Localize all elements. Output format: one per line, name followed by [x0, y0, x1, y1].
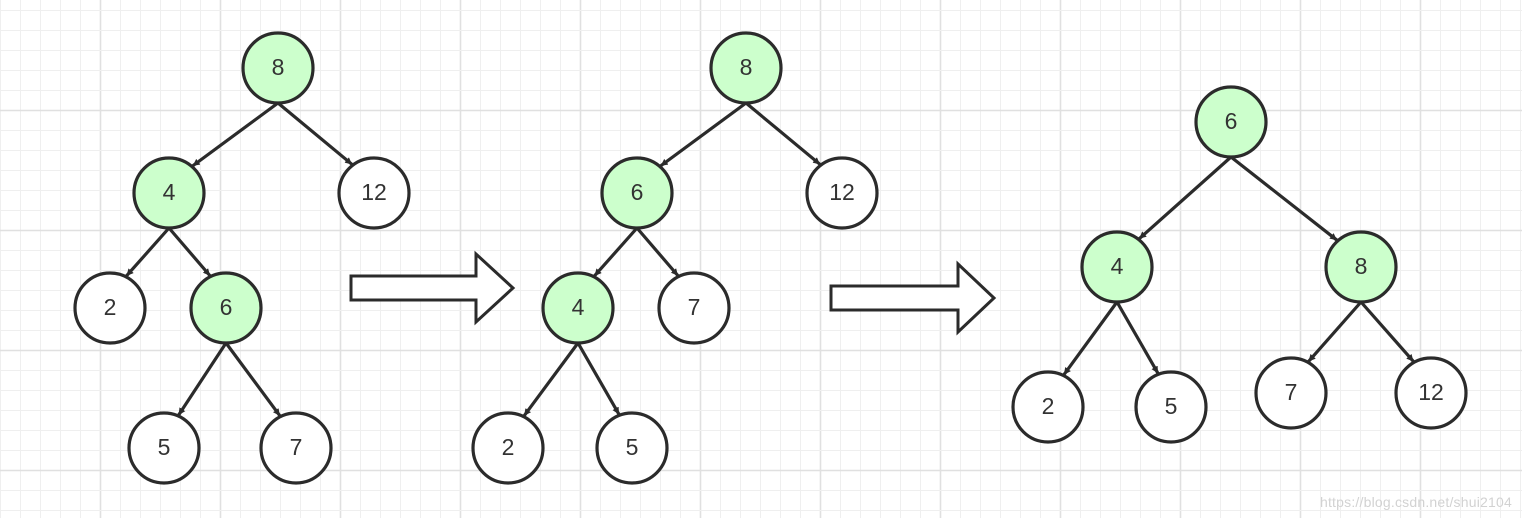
watermark-text: https://blog.csdn.net/shui2104 — [1319, 494, 1512, 510]
node-circle — [595, 411, 669, 485]
tree-node: 7 — [657, 271, 731, 345]
node-label: 7 — [290, 434, 303, 460]
tree-after-second-rotation-edges — [1062, 155, 1415, 376]
tree-node: 2 — [1011, 370, 1085, 444]
tree-node: 2 — [471, 411, 545, 485]
edge-arrow — [1115, 301, 1160, 375]
node-label: 4 — [1111, 253, 1124, 279]
node-circle — [1394, 356, 1468, 430]
edge-arrow — [1359, 300, 1415, 363]
node-label: 6 — [631, 179, 644, 205]
edge-arrow — [576, 342, 621, 416]
node-label: 12 — [829, 179, 855, 205]
tree-node: 7 — [259, 411, 333, 485]
node-circle — [471, 411, 545, 485]
node-label: 4 — [163, 179, 176, 205]
transition-arrows — [349, 250, 997, 336]
edge-arrow — [276, 101, 354, 166]
tree-node: 12 — [805, 156, 879, 230]
tree-node: 6 — [600, 156, 674, 230]
tree-node: 4 — [132, 156, 206, 230]
node-circle — [1254, 356, 1328, 430]
node-circle — [1011, 370, 1085, 444]
node-label: 2 — [1042, 393, 1055, 419]
tree-node: 6 — [189, 271, 263, 345]
node-label: 7 — [688, 294, 701, 320]
edge-arrow — [659, 101, 747, 168]
node-circle — [709, 31, 783, 105]
tree-before-edges — [125, 101, 354, 417]
node-label: 7 — [1285, 379, 1298, 405]
node-circle — [600, 156, 674, 230]
tree-node: 6 — [1194, 85, 1268, 159]
edge-arrow — [1062, 301, 1119, 376]
edge-arrow — [1138, 155, 1233, 240]
node-circle — [259, 411, 333, 485]
node-label: 6 — [1225, 108, 1238, 134]
edge-arrow — [125, 226, 171, 278]
node-circle — [132, 156, 206, 230]
node-circle — [337, 156, 411, 230]
node-label: 8 — [1355, 253, 1368, 279]
node-label: 2 — [502, 434, 515, 460]
node-circle — [241, 31, 315, 105]
node-circle — [189, 271, 263, 345]
edge-arrow — [522, 342, 580, 417]
node-label: 6 — [220, 294, 233, 320]
tree-edges — [125, 101, 1415, 417]
edge-arrow — [593, 226, 639, 278]
edge-arrow — [167, 226, 212, 277]
tree-node: 12 — [1394, 356, 1468, 430]
tree-node: 8 — [1324, 230, 1398, 304]
edge-arrow — [177, 342, 228, 416]
tree-node: 8 — [241, 31, 315, 105]
tree-nodes: 8 4 12 2 6 5 7 8 6 12 4 7 2 5 6 4 8 2 5 7 12 — [73, 31, 1468, 485]
node-circle — [127, 411, 201, 485]
tree-after-first-rotation: 8 6 12 4 7 2 5 — [471, 31, 879, 485]
tree-node: 12 — [337, 156, 411, 230]
node-circle — [1080, 230, 1154, 304]
node-label: 4 — [572, 294, 585, 320]
node-label: 5 — [1165, 393, 1178, 419]
tree-node: 2 — [73, 271, 147, 345]
node-label: 8 — [740, 54, 753, 80]
tree-after-second-rotation: 6 4 8 2 5 7 12 — [1011, 85, 1468, 444]
tree-node: 4 — [541, 271, 615, 345]
node-circle — [1134, 370, 1208, 444]
node-label: 5 — [626, 434, 639, 460]
tree-node: 5 — [595, 411, 669, 485]
edge-arrow — [224, 342, 282, 417]
node-label: 5 — [158, 434, 171, 460]
node-label: 8 — [272, 54, 285, 80]
edge-arrow — [1307, 300, 1363, 363]
tree-node: 5 — [127, 411, 201, 485]
edge-arrow — [1230, 155, 1338, 242]
node-circle — [73, 271, 147, 345]
node-circle — [805, 156, 879, 230]
tree-node: 4 — [1080, 230, 1154, 304]
node-circle — [657, 271, 731, 345]
node-label: 12 — [1418, 379, 1444, 405]
tree-after-first-rotation-edges — [522, 101, 822, 417]
tree-before: 8 4 12 2 6 5 7 — [73, 31, 411, 485]
edge-arrow — [744, 101, 822, 166]
transition-arrow-icon — [829, 260, 997, 336]
edge-arrow — [635, 226, 680, 277]
tree-node: 8 — [709, 31, 783, 105]
node-circle — [1194, 85, 1268, 159]
node-label: 12 — [361, 179, 387, 205]
tree-node: 7 — [1254, 356, 1328, 430]
tree-node: 5 — [1134, 370, 1208, 444]
node-label: 2 — [104, 294, 117, 320]
node-circle — [541, 271, 615, 345]
edge-arrow — [191, 101, 279, 168]
transition-arrow-icon — [349, 250, 516, 326]
node-circle — [1324, 230, 1398, 304]
